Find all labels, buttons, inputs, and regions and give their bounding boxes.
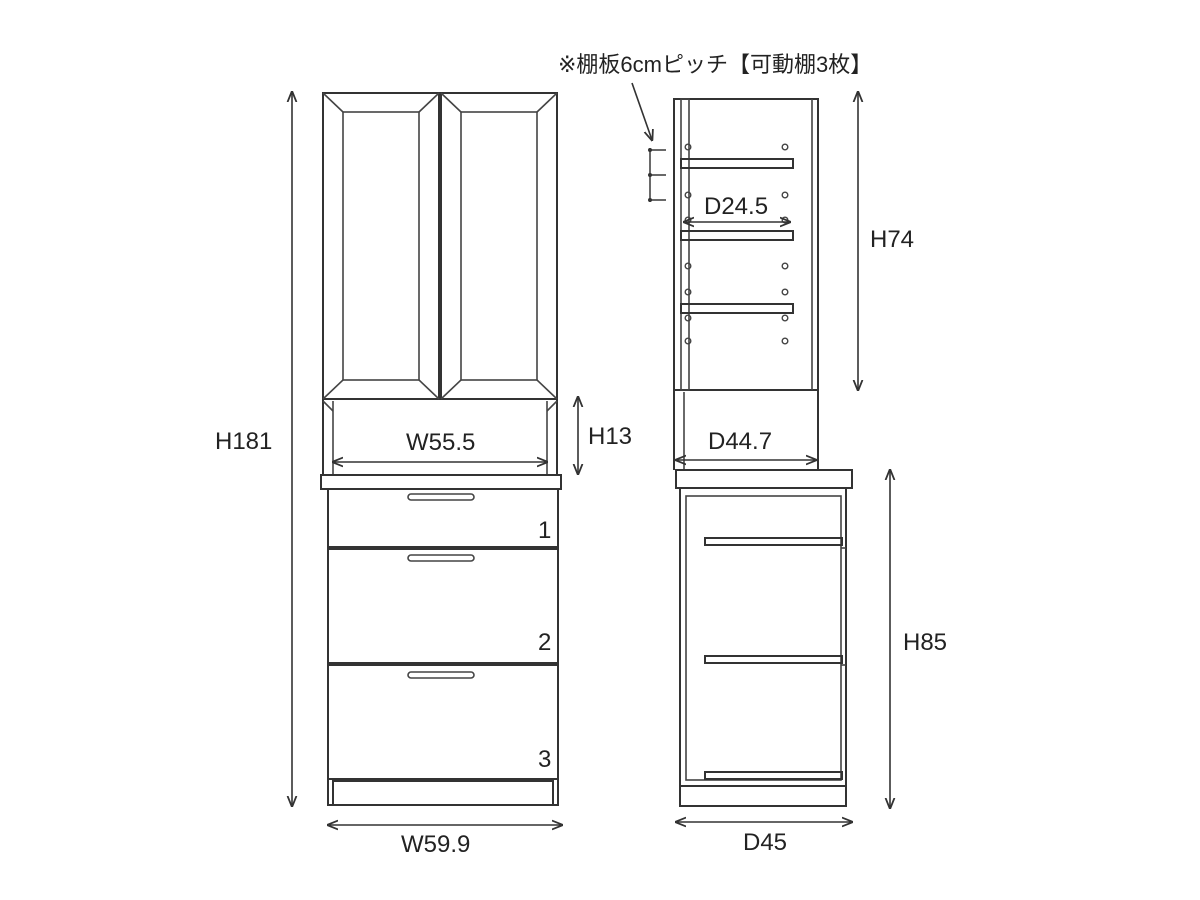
side-plinth <box>679 785 847 807</box>
side-upper-cabinet <box>673 98 819 391</box>
side-shelf-1 <box>680 158 794 169</box>
side-view: D24.5 H74 D44.7 H85 D45 <box>631 82 947 856</box>
side-lower-cabinet <box>679 487 847 807</box>
drawer-2-handle <box>407 554 475 562</box>
dim-lower-height-label: H85 <box>903 629 947 656</box>
dim-opening-depth-label: D44.7 <box>708 428 772 455</box>
drawer-3: 3 <box>327 664 559 780</box>
front-countertop <box>320 474 562 490</box>
drawer-1-handle <box>407 493 475 501</box>
dim-upper-height-label: H74 <box>870 226 914 253</box>
front-view: 1 2 3 H181 W55.5 H13 W59.9 <box>215 92 632 858</box>
drawer-1-number: 1 <box>538 517 551 544</box>
dim-opening-width-label: W55.5 <box>406 429 475 456</box>
front-right-door <box>440 92 558 400</box>
dim-opening-height-label: H13 <box>588 423 632 450</box>
front-plinth <box>332 780 554 806</box>
shelf-pitch-indicator <box>631 82 666 202</box>
side-handle-3 <box>704 771 843 780</box>
side-shelf-3 <box>680 303 794 314</box>
side-handle-1 <box>704 537 843 546</box>
side-handle-2 <box>704 655 843 664</box>
front-lower-cabinet <box>327 488 559 806</box>
side-shelf-2 <box>680 230 794 241</box>
drawer-3-number: 3 <box>538 746 551 773</box>
note-leader-arrow <box>631 82 652 140</box>
drawer-2-number: 2 <box>538 629 551 656</box>
dim-side-depth-label: D45 <box>743 829 787 856</box>
dim-front-width-label: W59.9 <box>401 831 470 858</box>
drawer-1: 1 <box>327 488 559 548</box>
drawer-3-handle <box>407 671 475 679</box>
drawer-2: 2 <box>327 548 559 664</box>
side-countertop <box>675 469 853 489</box>
front-left-door <box>322 92 440 400</box>
dim-shelf-depth-label: D24.5 <box>704 193 768 220</box>
shelf-pitch-note: ※棚板6cmピッチ【可動棚3枚】 <box>558 52 872 77</box>
dim-front-height-label: H181 <box>215 428 272 455</box>
